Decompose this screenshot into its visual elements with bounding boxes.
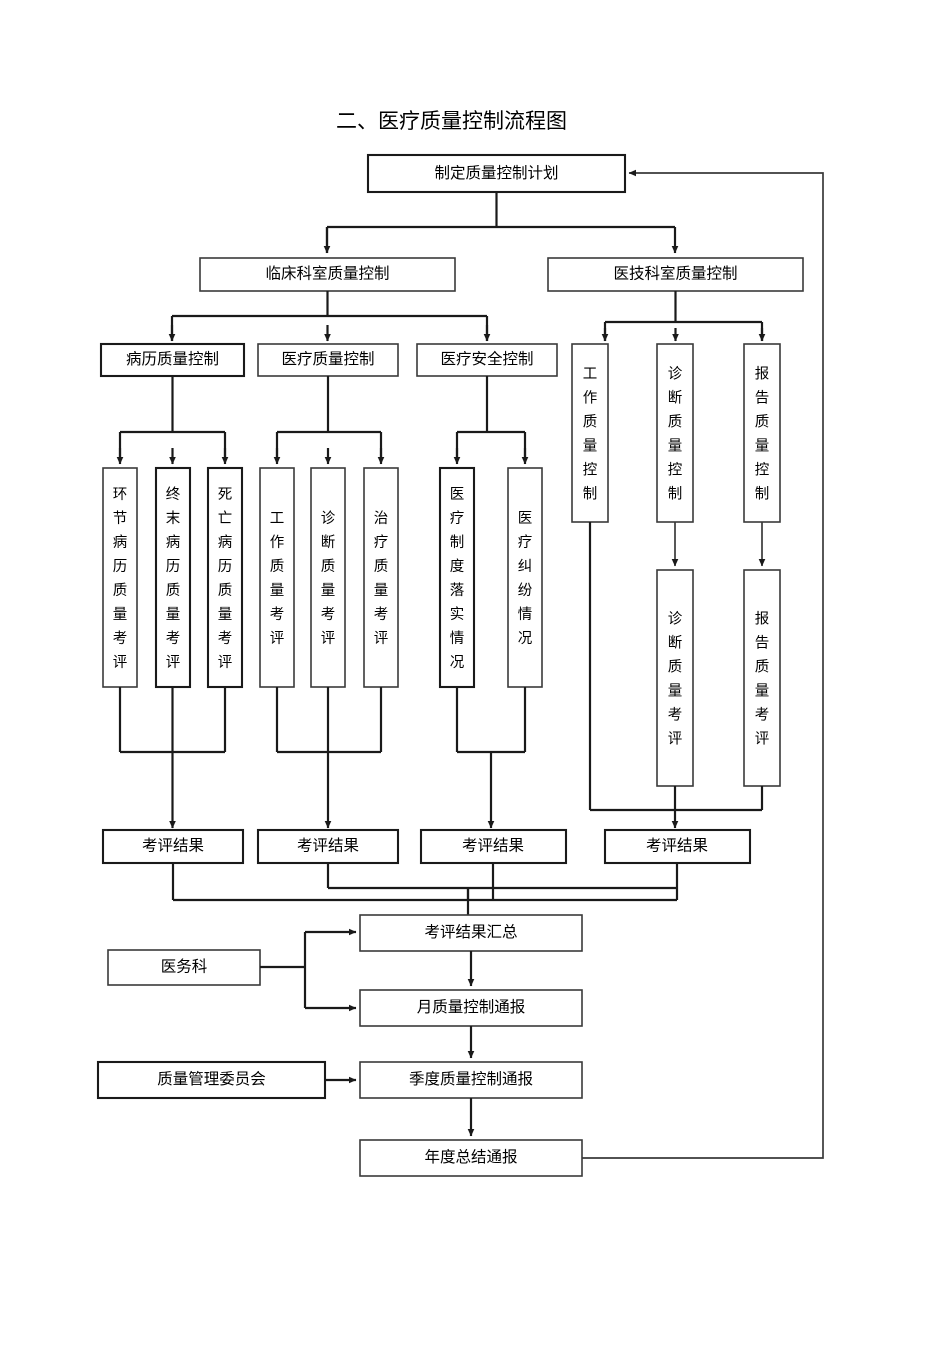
node-assess-finalrecord-label: 终末病历质量考评 (166, 486, 181, 671)
node-quarterly-label: 季度质量控制通报 (409, 1070, 533, 1088)
conn-safety-merge (455, 687, 527, 828)
node-medical-quality-label: 医疗质量控制 (281, 350, 374, 368)
node-assess-treatment-label: 治疗质量考评 (374, 510, 389, 647)
conn-tech-bus (603, 291, 764, 341)
node-assess-system-impl-label: 医疗制度落实情况 (450, 487, 465, 671)
conn-tech-merge (588, 522, 764, 828)
node-quarterly-box[interactable] (359, 1061, 583, 1099)
node-summary-box[interactable] (359, 914, 583, 952)
node-root-label: 制定质量控制计划 (434, 164, 558, 182)
node-result-2-box[interactable] (256, 828, 400, 865)
node-assess-treatment-box[interactable] (363, 467, 399, 688)
node-assess-tech-diagnosis-label: 诊断质量考评 (668, 610, 683, 747)
conn-medical-merge (275, 687, 383, 828)
node-assess-tech-report-label: 报告质量考评 (755, 610, 770, 747)
node-assess-tech-report-box[interactable] (743, 569, 781, 787)
node-annual-label: 年度总结通报 (424, 1148, 517, 1166)
node-assess-work-label: 工作质量考评 (270, 511, 285, 647)
conn-medical-bus (275, 376, 383, 462)
node-monthly-label: 月质量控制通报 (417, 998, 526, 1016)
node-record-quality-label: 病历质量控制 (126, 350, 219, 368)
node-result-2-label: 考评结果 (297, 837, 359, 855)
page-title: 二、医疗质量控制流程图 (336, 109, 567, 133)
node-result-4-box[interactable] (603, 828, 752, 865)
node-assess-linkrecord-label: 环节病历质量考评 (113, 487, 128, 671)
node-assess-dispute-label: 医疗纠纷情况 (518, 511, 533, 647)
node-root-box[interactable] (366, 153, 627, 194)
conn-annual-feedback-to-root (582, 169, 824, 1159)
conn-clinical-bus (170, 291, 489, 341)
node-committee-label: 质量管理委员会 (157, 1070, 266, 1088)
node-medical-affairs-label: 医务科 (161, 958, 208, 976)
node-summary-label: 考评结果汇总 (424, 923, 517, 941)
node-assess-system-impl-box[interactable] (438, 466, 476, 689)
node-committee-box[interactable] (96, 1060, 327, 1100)
conn-safety-bus (455, 376, 527, 462)
node-tech-dept-label: 医技科室质量控制 (613, 265, 737, 283)
node-tech-report-quality-box[interactable] (743, 343, 781, 523)
node-clinical-dept-label: 临床科室质量控制 (265, 265, 389, 283)
node-assess-deathrecord-label: 死亡病历质量考评 (218, 487, 233, 671)
node-result-3-box[interactable] (419, 828, 568, 865)
node-medical-safety-label: 医疗安全控制 (440, 350, 533, 368)
conn-results-merge-bus (171, 863, 679, 902)
node-clinical-dept-box[interactable] (199, 257, 456, 292)
node-tech-work-quality-label: 工作质量控制 (583, 366, 598, 502)
node-assess-diagnosis-label: 诊断质量考评 (321, 510, 336, 647)
node-medical-safety-box[interactable] (416, 343, 558, 377)
node-result-3-label: 考评结果 (462, 837, 524, 855)
conn-records-merge (118, 687, 227, 828)
node-assess-deathrecord-box[interactable] (206, 466, 244, 689)
node-annual-box[interactable] (359, 1139, 583, 1177)
node-tech-report-quality-label: 报告质量控制 (755, 365, 770, 502)
node-assess-tech-diagnosis-box[interactable] (656, 569, 694, 787)
conn-records-bus (118, 376, 227, 462)
node-tech-diagnosis-quality-label: 诊断质量控制 (668, 365, 683, 502)
node-result-1-label: 考评结果 (142, 837, 204, 855)
node-assess-dispute-box[interactable] (507, 467, 543, 688)
node-record-quality-box[interactable] (99, 342, 246, 378)
node-result-4-label: 考评结果 (646, 837, 708, 855)
conn-root-split (325, 192, 675, 253)
conn-affairs-bus (260, 932, 307, 1008)
node-assess-work-box[interactable] (259, 467, 295, 688)
node-tech-dept-box[interactable] (547, 257, 804, 292)
node-tech-diagnosis-quality-box[interactable] (656, 343, 694, 523)
node-result-1-box[interactable] (101, 828, 245, 865)
node-assess-diagnosis-box[interactable] (310, 467, 346, 688)
node-tech-work-quality-box[interactable] (571, 343, 609, 523)
